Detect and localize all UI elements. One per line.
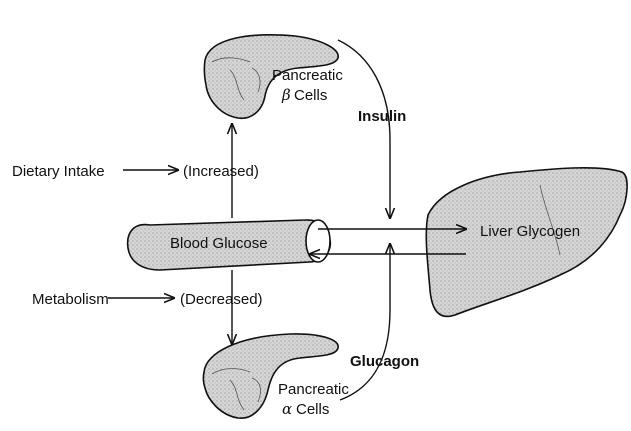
alpha-cells-label: Cells — [296, 401, 329, 418]
blood-glucose-label: Blood Glucose — [170, 235, 268, 252]
glucagon-pathway — [340, 244, 390, 400]
dietary-intake-label: Dietary Intake — [12, 163, 105, 180]
beta-cells-label: Cells — [294, 87, 327, 104]
increased-label: (Increased) — [183, 163, 259, 180]
decreased-label: (Decreased) — [180, 291, 263, 308]
liver-organ — [426, 168, 627, 317]
insulin-label: Insulin — [358, 108, 406, 125]
insulin-pathway — [338, 40, 390, 218]
metabolism-label: Metabolism — [32, 291, 109, 308]
alpha-label-line1: Pancreatic — [278, 381, 349, 398]
alpha-greek-label: α — [282, 400, 292, 418]
beta-greek-label: β — [281, 86, 291, 104]
liver-glycogen-label: Liver Glycogen — [480, 223, 580, 240]
glucagon-label: Glucagon — [350, 353, 419, 370]
beta-label-line1: Pancreatic — [272, 67, 343, 84]
